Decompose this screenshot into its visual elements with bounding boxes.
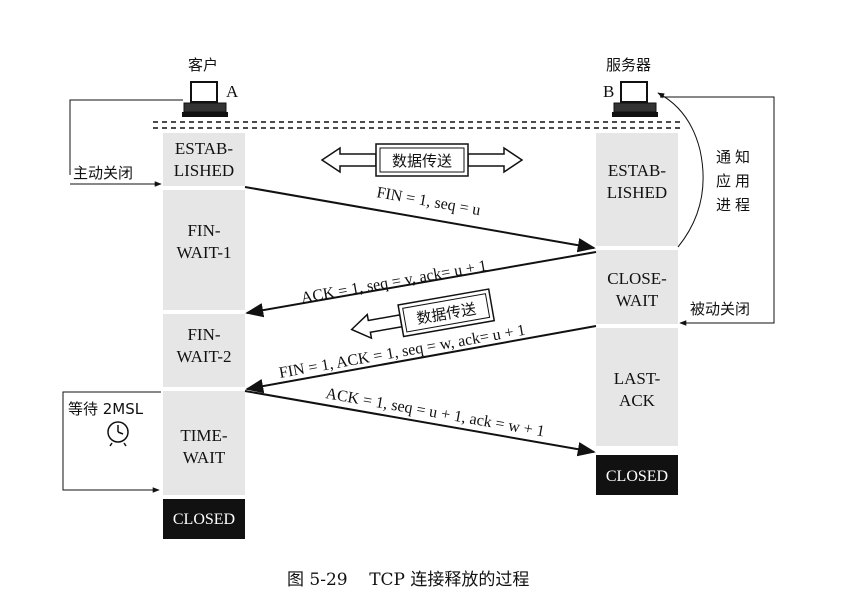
message-arrow-fin-ack xyxy=(245,325,597,394)
client-established-box xyxy=(163,133,245,186)
server-state-last-ack-2: ACK xyxy=(619,391,656,410)
client-state-fin-wait1-1: FIN- xyxy=(187,221,220,240)
client-state-fin-wait2-2: WAIT-2 xyxy=(176,347,231,366)
client-label: 客户 xyxy=(188,56,218,74)
client-fin-wait1-box xyxy=(163,190,245,310)
passive-close-label: 被动关闭 xyxy=(690,300,750,318)
data-transfer-mid: 数据传送 xyxy=(350,288,496,340)
server-state-close-wait-1: CLOSE- xyxy=(607,269,667,288)
message-label-fin: FIN = 1, seq = u xyxy=(375,184,482,219)
client-closed-box xyxy=(163,499,245,539)
client-time-wait-box xyxy=(163,391,245,495)
passive-close-line xyxy=(660,96,775,326)
server-computer-icon xyxy=(612,81,658,117)
data-transfer-top: 数据传送 xyxy=(320,143,524,177)
server-letter: B xyxy=(603,82,614,101)
notify-app-label-4: 用 xyxy=(735,172,750,190)
server-state-established-1: ESTAB- xyxy=(608,161,666,180)
notify-app-curve xyxy=(657,92,704,248)
server-state-closed: CLOSED xyxy=(606,468,668,485)
server-state-close-wait-2: WAIT xyxy=(616,291,659,310)
message-label-final-ack: ACK = 1, seq = u + 1, ack = w + 1 xyxy=(324,385,546,440)
client-letter: A xyxy=(226,82,239,101)
server-close-wait-box xyxy=(596,250,678,324)
clock-icon xyxy=(107,421,129,447)
notify-app-label-2: 知 xyxy=(735,148,750,166)
notify-app-label-6: 程 xyxy=(735,196,750,214)
client-state-closed: CLOSED xyxy=(173,511,235,528)
data-transfer-top-label: 数据传送 xyxy=(392,152,452,170)
figure-caption: 图 5-29 TCP 连接释放的过程 xyxy=(287,570,529,590)
active-close-line xyxy=(69,99,183,175)
notify-app-label-1: 通 xyxy=(716,148,731,166)
wait-2msl-label: 等待 2MSL xyxy=(68,400,144,418)
client-computer-icon xyxy=(182,81,228,117)
server-label: 服务器 xyxy=(606,56,651,74)
client-state-time-wait-1: TIME- xyxy=(180,426,228,445)
message-arrow-final-ack xyxy=(244,390,596,457)
wait-2msl-line xyxy=(62,391,161,493)
notify-app-label-3: 应 xyxy=(716,172,731,190)
client-state-fin-wait1-2: WAIT-1 xyxy=(176,243,231,262)
notify-app-label-5: 进 xyxy=(716,196,731,214)
server-closed-box xyxy=(596,455,678,495)
client-state-established-2: LISHED xyxy=(174,161,234,180)
client-state-time-wait-2: WAIT xyxy=(183,448,226,467)
server-state-last-ack-1: LAST- xyxy=(614,369,661,388)
message-arrow-ack xyxy=(245,251,597,318)
client-state-fin-wait2-1: FIN- xyxy=(187,325,220,344)
server-state-established-2: LISHED xyxy=(607,183,667,202)
server-established-box xyxy=(596,133,678,246)
active-close-label: 主动关闭 xyxy=(73,164,133,182)
server-last-ack-box xyxy=(596,328,678,446)
client-state-established-1: ESTAB- xyxy=(175,139,233,158)
client-fin-wait2-box xyxy=(163,314,245,387)
message-arrow-fin xyxy=(244,186,596,253)
